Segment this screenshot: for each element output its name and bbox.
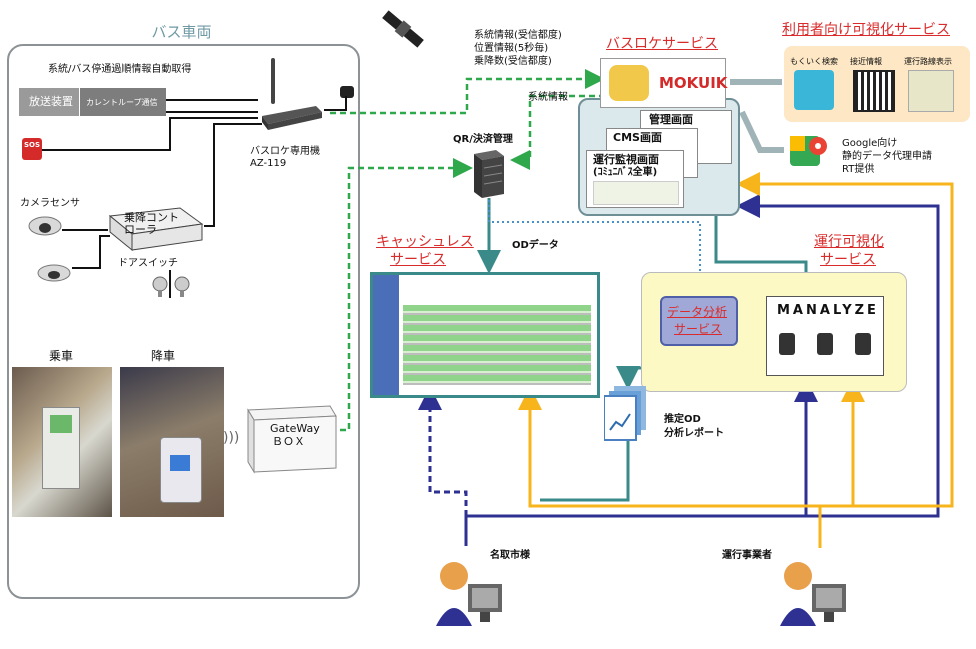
current-loop-device: カレントループ通信 [80,88,166,116]
google-line-2: 静的データ代理申請 [842,151,932,162]
ops-viz-title-1[interactable]: 運行可視化 [814,234,884,250]
qr-code-icon [853,70,895,112]
camera-sensor-icon-2 [36,262,72,286]
gateway-label-1: GateWay [270,422,320,435]
google-line-1: Google向け [842,138,898,149]
alighting-label: 降車 [151,349,176,363]
csv-icon [855,333,871,355]
mokuik-window: MOKUIK [600,58,728,108]
server-icon [470,148,506,200]
search-app-icon [794,70,834,110]
cashless-title-2[interactable]: サービス [390,252,446,268]
mokuik-logo: MOKUIK [659,74,728,92]
report-icon [604,386,648,442]
route-info-caption: 系統/バス停通過順情報自動取得 [48,64,192,75]
controller-label: 乗降コント ローラ [124,211,179,236]
gateway-label-2: ＢＯＸ [272,435,305,448]
operator-label: 運行事業者 [722,550,772,561]
google-line-3: RT提供 [842,164,875,175]
door-switch-label: ドアスイッチ [118,258,178,269]
busloc-title[interactable]: バスロケサービス [606,36,718,52]
antenna-icon [271,58,275,104]
ops-viz-title-2[interactable]: サービス [820,252,876,268]
map-icon [779,333,795,355]
cashless-title-1[interactable]: キャッシュレス [376,234,474,250]
document-icon [817,333,833,355]
sos-label: SOS [24,141,41,149]
device-model: AZ-119 [250,158,287,169]
satellite-icon [376,2,430,56]
bus-vehicle-frame [7,44,360,599]
comm-line-2: 位置情報(5秒毎) [474,43,549,54]
mascot-icon [609,65,649,101]
wireless-signal-icon: ))) [223,430,240,446]
data-analysis-label-1: データ分析 [667,305,728,319]
device-name: バスロケ専用機 [250,146,320,157]
google-maps-icon [790,134,830,170]
cms-screen-label: CMS画面 [613,131,662,144]
user-viz-item-3: 運行路線表示 [904,57,952,66]
broadcast-label: 放送装置 [29,95,73,108]
door-switch-icon [150,274,194,298]
user-operator-icon [776,556,846,642]
data-analysis-box[interactable]: データ分析 サービス [660,296,738,346]
data-analysis-label-2: サービス [674,322,723,336]
controller-device-icon [108,206,204,252]
monitor-screen-label-1: 運行監視画面 [593,153,659,166]
boarding-label: 乗車 [49,349,74,363]
user-viz-title[interactable]: 利用者向け可視化サービス [782,22,950,38]
comm-line-1: 系統情報(受信都度) [474,30,562,41]
user-viz-item-2: 接近情報 [850,57,882,66]
comm-line-3: 乗降数(受信都度) [474,56,552,67]
system-info-label: 系統情報 [528,92,568,103]
report-label-2: 分析レポート [664,428,724,439]
user-natori-icon [432,556,502,642]
boarding-reader-photo [12,367,112,517]
report-label-1: 推定OD [664,414,701,425]
cashless-dashboard [370,272,600,398]
current-loop-label: カレントループ通信 [86,98,158,107]
user-viz-item-1: もくいく検索 [790,57,838,66]
broadcast-device: 放送装置 [19,88,79,116]
bus-vehicle-title: バス車両 [151,23,212,41]
bus-location-device-icon [258,98,324,132]
route-map-icon [908,70,954,112]
camera-sensor-label: カメラセンサ [20,198,80,209]
sos-button-icon: SOS [22,138,42,160]
qr-title: QR/決済管理 [453,134,513,145]
od-data-label: ODデータ [512,240,559,251]
alighting-reader-photo [120,367,224,517]
manalyze-logo: MANALYZE [777,303,879,318]
monitor-screen: 運行監視画面 (ｺﾐｭﾆﾊﾞｽ全車) [586,150,684,208]
admin-screen-label: 管理画面 [649,113,693,126]
manalyze-window: MANALYZE [766,296,884,376]
monitor-screen-label-2: (ｺﾐｭﾆﾊﾞｽ全車) [593,167,658,178]
natori-label: 名取市様 [490,550,530,561]
gps-antenna-icon [340,86,354,98]
gateway-box-icon [244,404,340,474]
camera-sensor-icon [27,214,63,242]
